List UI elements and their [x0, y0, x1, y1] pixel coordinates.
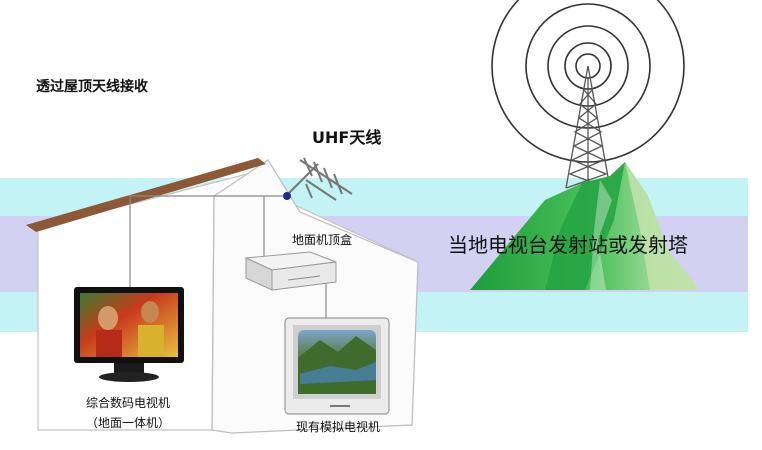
transmitter-label: 当地电视台发射站或发射塔 [448, 229, 688, 258]
set-top-box-label: 地面机顶盒 [292, 231, 352, 248]
digital-tv-label-line1: 综合数码电视机 [86, 393, 170, 413]
uhf-antenna-label: UHF天线 [312, 124, 381, 148]
antenna-connector [283, 192, 291, 200]
digital-tv-label-line2: （地面一体机） [86, 413, 170, 433]
analog-tv-label: 现有模拟电视机 [296, 418, 380, 435]
analog-tv [285, 318, 389, 414]
transmission-tower [566, 66, 610, 188]
digital-tv-label: 综合数码电视机 （地面一体机） [86, 393, 170, 433]
caption-title: 透过屋顶天线接收 [36, 76, 148, 96]
